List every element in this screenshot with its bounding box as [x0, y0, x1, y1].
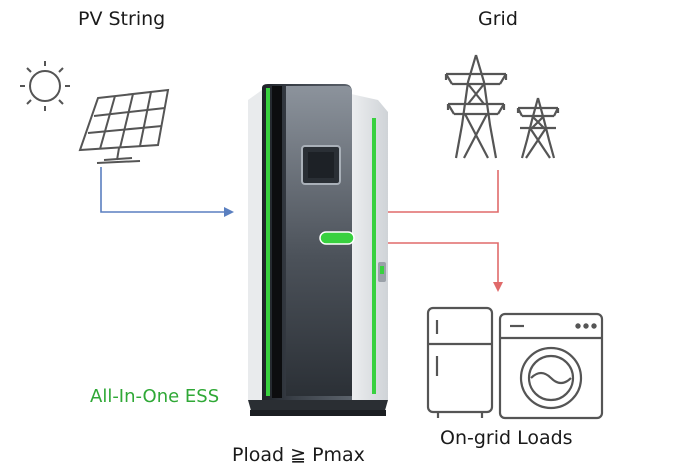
pv-string-label: PV String: [78, 8, 166, 30]
refrigerator-icon: [426, 306, 494, 418]
transmission-tower-icon: [444, 54, 560, 159]
pload-condition-label: Pload ≧ Pmax: [232, 444, 365, 466]
sun-icon: [20, 61, 70, 111]
grid-to-ess-flow-line: [388, 170, 499, 213]
ess-led-strip-left: [266, 88, 270, 396]
ess-power-button: [319, 231, 355, 245]
ess-led-strip-right: [372, 118, 376, 394]
solar-panel-with-sun-icon: [20, 61, 170, 164]
grid-label: Grid: [478, 8, 518, 30]
on-grid-loads-label: On-grid Loads: [440, 427, 573, 449]
ess-label: All-In-One ESS: [90, 386, 220, 407]
ess-to-loads-flow-line: [388, 242, 503, 292]
solar-panel-icon: [78, 88, 170, 164]
washing-machine-icon: [498, 312, 604, 420]
pv-to-ess-flow-line: [100, 167, 234, 217]
all-in-one-ess-cabinet: [248, 84, 388, 416]
